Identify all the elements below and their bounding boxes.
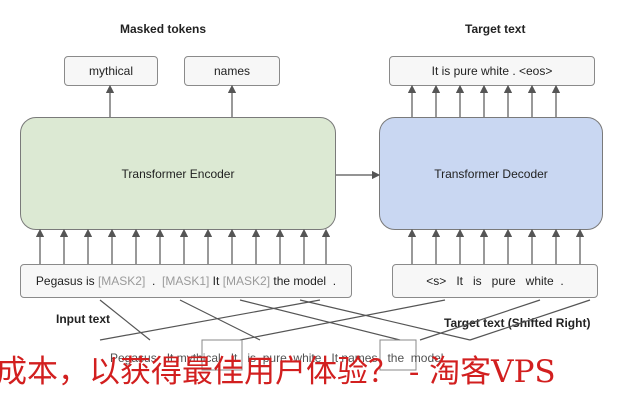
decoder-label: Transformer Decoder [434,166,548,181]
input-it: It [209,274,223,288]
encoder-label: Transformer Encoder [121,166,235,181]
masked-tokens-title: Masked tokens [120,22,207,36]
target-text-box: It is pure white . <eos> [389,56,595,86]
transformer-encoder: Transformer Encoder [20,117,336,230]
decoder-input-box: <s> It is pure white . [392,264,598,298]
target-text-title: Target text [465,22,526,36]
original-sequence: Pegasus It mythical It is pure white It … [110,351,444,365]
mask1-token: [MASK1] [161,274,210,288]
input-suffix: the model . [270,274,337,288]
input-sequence-box: Pegasus is [MASK2] . [MASK1] It [MASK2] … [20,264,352,298]
input-prefix: Pegasus is [35,274,98,288]
input-dot: . [145,274,162,288]
transformer-decoder: Transformer Decoder [379,117,603,230]
masked-token-mythical: mythical [64,56,158,86]
mask2-token-a: [MASK2] [97,274,146,288]
input-text-title: Input text [56,312,110,326]
watermark-text: 成本，以获得最佳用户体验？ - 淘客VPS [0,354,556,390]
masked-token-names: names [184,56,280,86]
mask2-token-b: [MASK2] [222,274,271,288]
